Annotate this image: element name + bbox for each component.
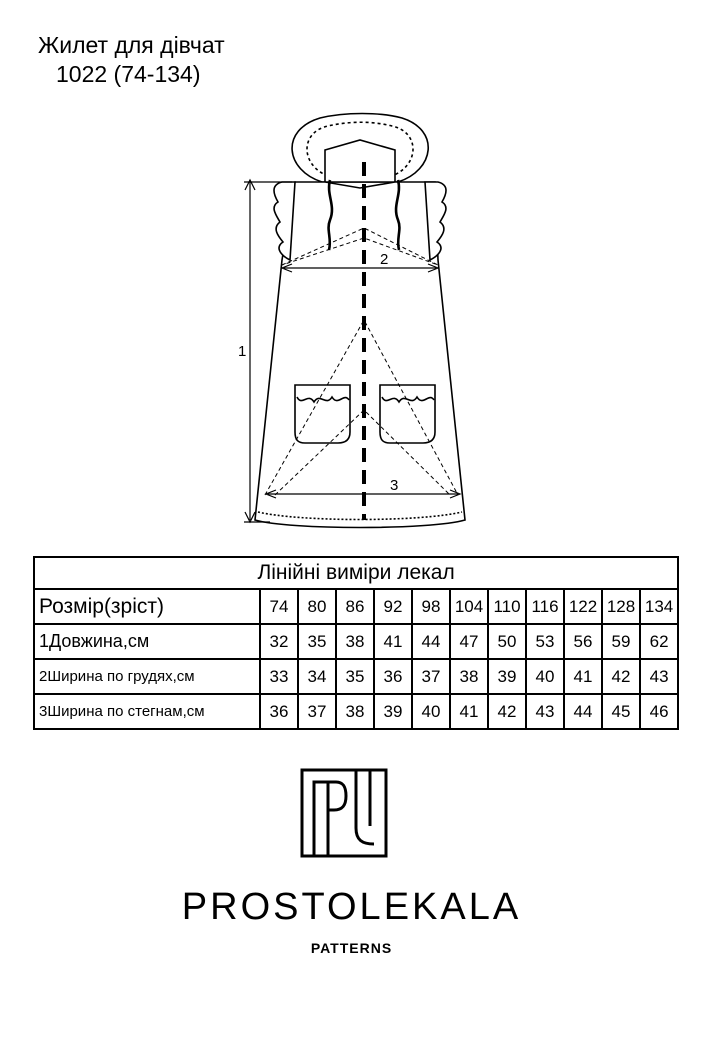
value-cell: 40 <box>411 693 451 730</box>
size-cell: 98 <box>411 588 451 625</box>
brand-logo-icon <box>300 768 388 858</box>
title-block: Жилет для дівчат 1022 (74-134) <box>38 30 225 88</box>
size-cell: 80 <box>297 588 337 625</box>
chest-label: 2 <box>380 251 388 268</box>
row-label: 1Довжина,см <box>33 623 261 660</box>
value-cell: 35 <box>335 658 375 695</box>
value-cell: 38 <box>335 693 375 730</box>
left-pocket-frill <box>296 395 350 404</box>
table-row-hips: 3Ширина по стегнам,см 36 37 38 39 40 41 … <box>33 693 680 730</box>
value-cell: 37 <box>411 658 451 695</box>
value-cell: 33 <box>259 658 299 695</box>
left-pocket <box>294 384 351 444</box>
right-frill <box>424 181 447 262</box>
table-row-sizes: Розмір(зріст) 74 80 86 92 98 104 110 116… <box>33 588 680 625</box>
value-cell: 47 <box>449 623 489 660</box>
value-cell: 34 <box>297 658 337 695</box>
table-row-length: 1Довжина,см 32 35 38 41 44 47 50 53 56 5… <box>33 623 680 660</box>
value-cell: 36 <box>259 693 299 730</box>
hood-opening <box>324 139 396 183</box>
value-cell: 44 <box>411 623 451 660</box>
size-cell: 122 <box>563 588 603 625</box>
value-cell: 39 <box>373 693 413 730</box>
left-drawstring <box>327 179 334 251</box>
table-caption: Лінійні виміри лекал <box>32 556 680 590</box>
row-label: 2Ширина по грудях,см <box>33 658 261 695</box>
hip-label: 3 <box>390 477 398 494</box>
size-cell: 128 <box>601 588 641 625</box>
value-cell: 37 <box>297 693 337 730</box>
size-cell: 74 <box>259 588 299 625</box>
length-label: 1 <box>238 343 246 360</box>
value-cell: 35 <box>297 623 337 660</box>
value-cell: 59 <box>601 623 641 660</box>
chest-guide <box>281 227 439 266</box>
row-label: 3Ширина по стегнам,см <box>33 693 261 730</box>
value-cell: 41 <box>373 623 413 660</box>
value-cell: 43 <box>638 658 680 695</box>
value-cell: 41 <box>449 693 489 730</box>
value-cell: 38 <box>449 658 489 695</box>
value-cell: 43 <box>525 693 565 730</box>
vest-sketch: 1 2 3 <box>238 112 466 529</box>
size-cell: 116 <box>525 588 565 625</box>
value-cell: 36 <box>373 658 413 695</box>
value-cell: 56 <box>563 623 603 660</box>
value-cell: 38 <box>335 623 375 660</box>
left-frill <box>273 181 296 262</box>
table-row-chest: 2Ширина по грудях,см 33 34 35 36 37 38 3… <box>33 658 680 695</box>
value-cell: 46 <box>638 693 680 730</box>
right-pocket <box>379 384 436 444</box>
size-cell: 110 <box>487 588 527 625</box>
size-cell: 92 <box>373 588 413 625</box>
value-cell: 44 <box>563 693 603 730</box>
brand-tagline: PATTERNS <box>310 940 393 956</box>
value-cell: 45 <box>601 693 641 730</box>
product-model: 1022 (74-134) <box>56 61 201 87</box>
value-cell: 32 <box>259 623 299 660</box>
size-table: Лінійні виміри лекал Розмір(зріст) 74 80… <box>32 556 680 730</box>
value-cell: 50 <box>487 623 527 660</box>
brand-name: PROSTOLEKALA <box>181 886 522 928</box>
value-cell: 40 <box>525 658 565 695</box>
size-row-label: Розмір(зріст) <box>33 588 261 625</box>
value-cell: 53 <box>525 623 565 660</box>
hem-line <box>257 511 463 521</box>
right-drawstring <box>394 179 401 251</box>
size-cell: 104 <box>449 588 489 625</box>
value-cell: 42 <box>487 693 527 730</box>
hip-guide-inner <box>274 409 451 496</box>
value-cell: 41 <box>563 658 603 695</box>
product-title: Жилет для дівчат <box>38 32 225 58</box>
hood-inner-seam <box>306 121 414 177</box>
value-cell: 62 <box>638 623 680 660</box>
size-cell: 86 <box>335 588 375 625</box>
right-pocket-frill <box>381 395 435 404</box>
size-cell: 134 <box>638 588 680 625</box>
value-cell: 39 <box>487 658 527 695</box>
value-cell: 42 <box>601 658 641 695</box>
